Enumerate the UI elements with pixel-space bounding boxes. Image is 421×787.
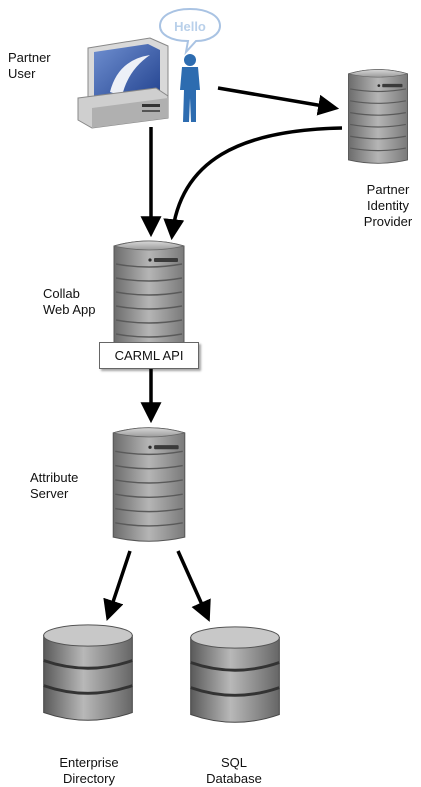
server-tower-icon <box>112 427 186 542</box>
server-tower-icon <box>347 68 409 164</box>
database-cylinder-icon <box>42 623 134 722</box>
bubble-text: Hello <box>174 19 206 34</box>
carml-api-box: CARML API <box>99 342 199 369</box>
arrow-attribute-server-to-sql <box>176 550 211 622</box>
speech-bubble-icon: Hello <box>158 7 222 56</box>
sql-database-label: SQL Database <box>206 755 262 786</box>
partner-identity-provider-label: Partner Identity Provider <box>363 182 413 229</box>
collab-web-app-label: Collab Web App <box>43 286 96 317</box>
database-cylinder-icon <box>189 625 281 724</box>
arrow-idp-to-webapp <box>163 126 343 241</box>
user-silhouette-icon <box>180 54 200 122</box>
server-tower-icon <box>113 240 185 353</box>
partner-user-label: Partner User <box>8 50 51 81</box>
arrow-user-to-idp <box>217 86 340 116</box>
attribute-server-label: Attribute Server <box>30 470 79 501</box>
enterprise-directory-label: Enterprise Directory <box>59 755 119 786</box>
desktop-computer-icon <box>77 37 169 129</box>
arrow-attribute-server-to-directory <box>103 550 132 621</box>
